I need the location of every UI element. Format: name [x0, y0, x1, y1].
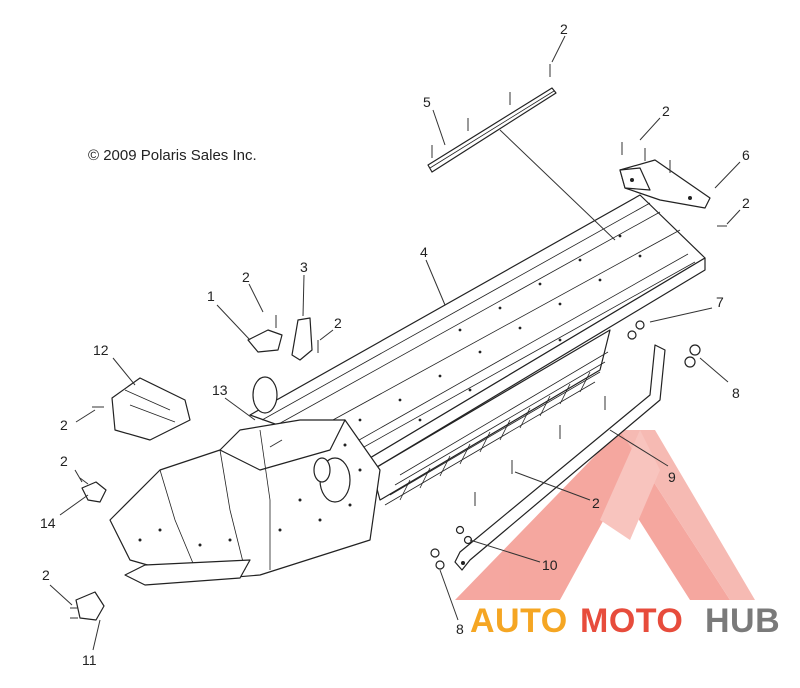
- callout-label: 6: [742, 147, 750, 163]
- callout-label: 12: [93, 342, 109, 358]
- callout-label: 2: [242, 269, 250, 285]
- part-9-bumper: [454, 344, 666, 571]
- part-11-bracket: [70, 591, 105, 621]
- leader-lines: [49, 35, 741, 651]
- callout-label: 2: [560, 21, 568, 37]
- callout-label: 2: [60, 453, 68, 469]
- copyright-text: © 2009 Polaris Sales Inc.: [88, 147, 257, 164]
- part-3-bracket: [291, 317, 319, 361]
- callout-label: 7: [716, 294, 724, 310]
- part-6-bracket: [619, 142, 711, 209]
- callout-label: 2: [742, 195, 750, 211]
- watermark-logo: [455, 430, 755, 600]
- part-1-bracket: [247, 315, 283, 353]
- part-5-rail: [427, 87, 557, 173]
- callout-label: 2: [592, 495, 600, 511]
- watermark-part-moto: MOTO: [580, 602, 683, 640]
- front-chassis: [109, 376, 381, 586]
- callout-label: 11: [82, 652, 97, 668]
- callout-label: 1: [207, 288, 215, 304]
- callout-label: 10: [542, 557, 558, 573]
- callouts: 2 5 2 6 2 4 3 2 1 7 12 8 13 2 9 2 14 2 1…: [40, 21, 750, 668]
- callout-label: 2: [334, 315, 342, 331]
- watermark-part-hub: HUB: [705, 602, 780, 640]
- part-12-bracket: [92, 377, 191, 441]
- running-board-mesh: [384, 351, 609, 506]
- chassis-holes: [138, 443, 362, 547]
- callout-label: 13: [212, 382, 228, 398]
- callout-label: 2: [60, 417, 68, 433]
- callout-label: 3: [300, 259, 308, 275]
- watermark-text: AUTO MOTO HUB: [470, 602, 780, 640]
- callout-label: 4: [420, 244, 428, 260]
- callout-label: 9: [668, 469, 676, 485]
- part-14-bracket: [79, 477, 107, 503]
- watermark-part-auto: AUTO: [470, 602, 568, 640]
- callout-label: 8: [732, 385, 740, 401]
- callout-label: 8: [456, 621, 464, 637]
- callout-label: 14: [40, 515, 56, 531]
- callout-label: 2: [42, 567, 50, 583]
- part-5-screws: [431, 64, 551, 158]
- callout-label: 2: [662, 103, 670, 119]
- tunnel-holes: [358, 234, 642, 422]
- callout-label: 5: [423, 94, 431, 110]
